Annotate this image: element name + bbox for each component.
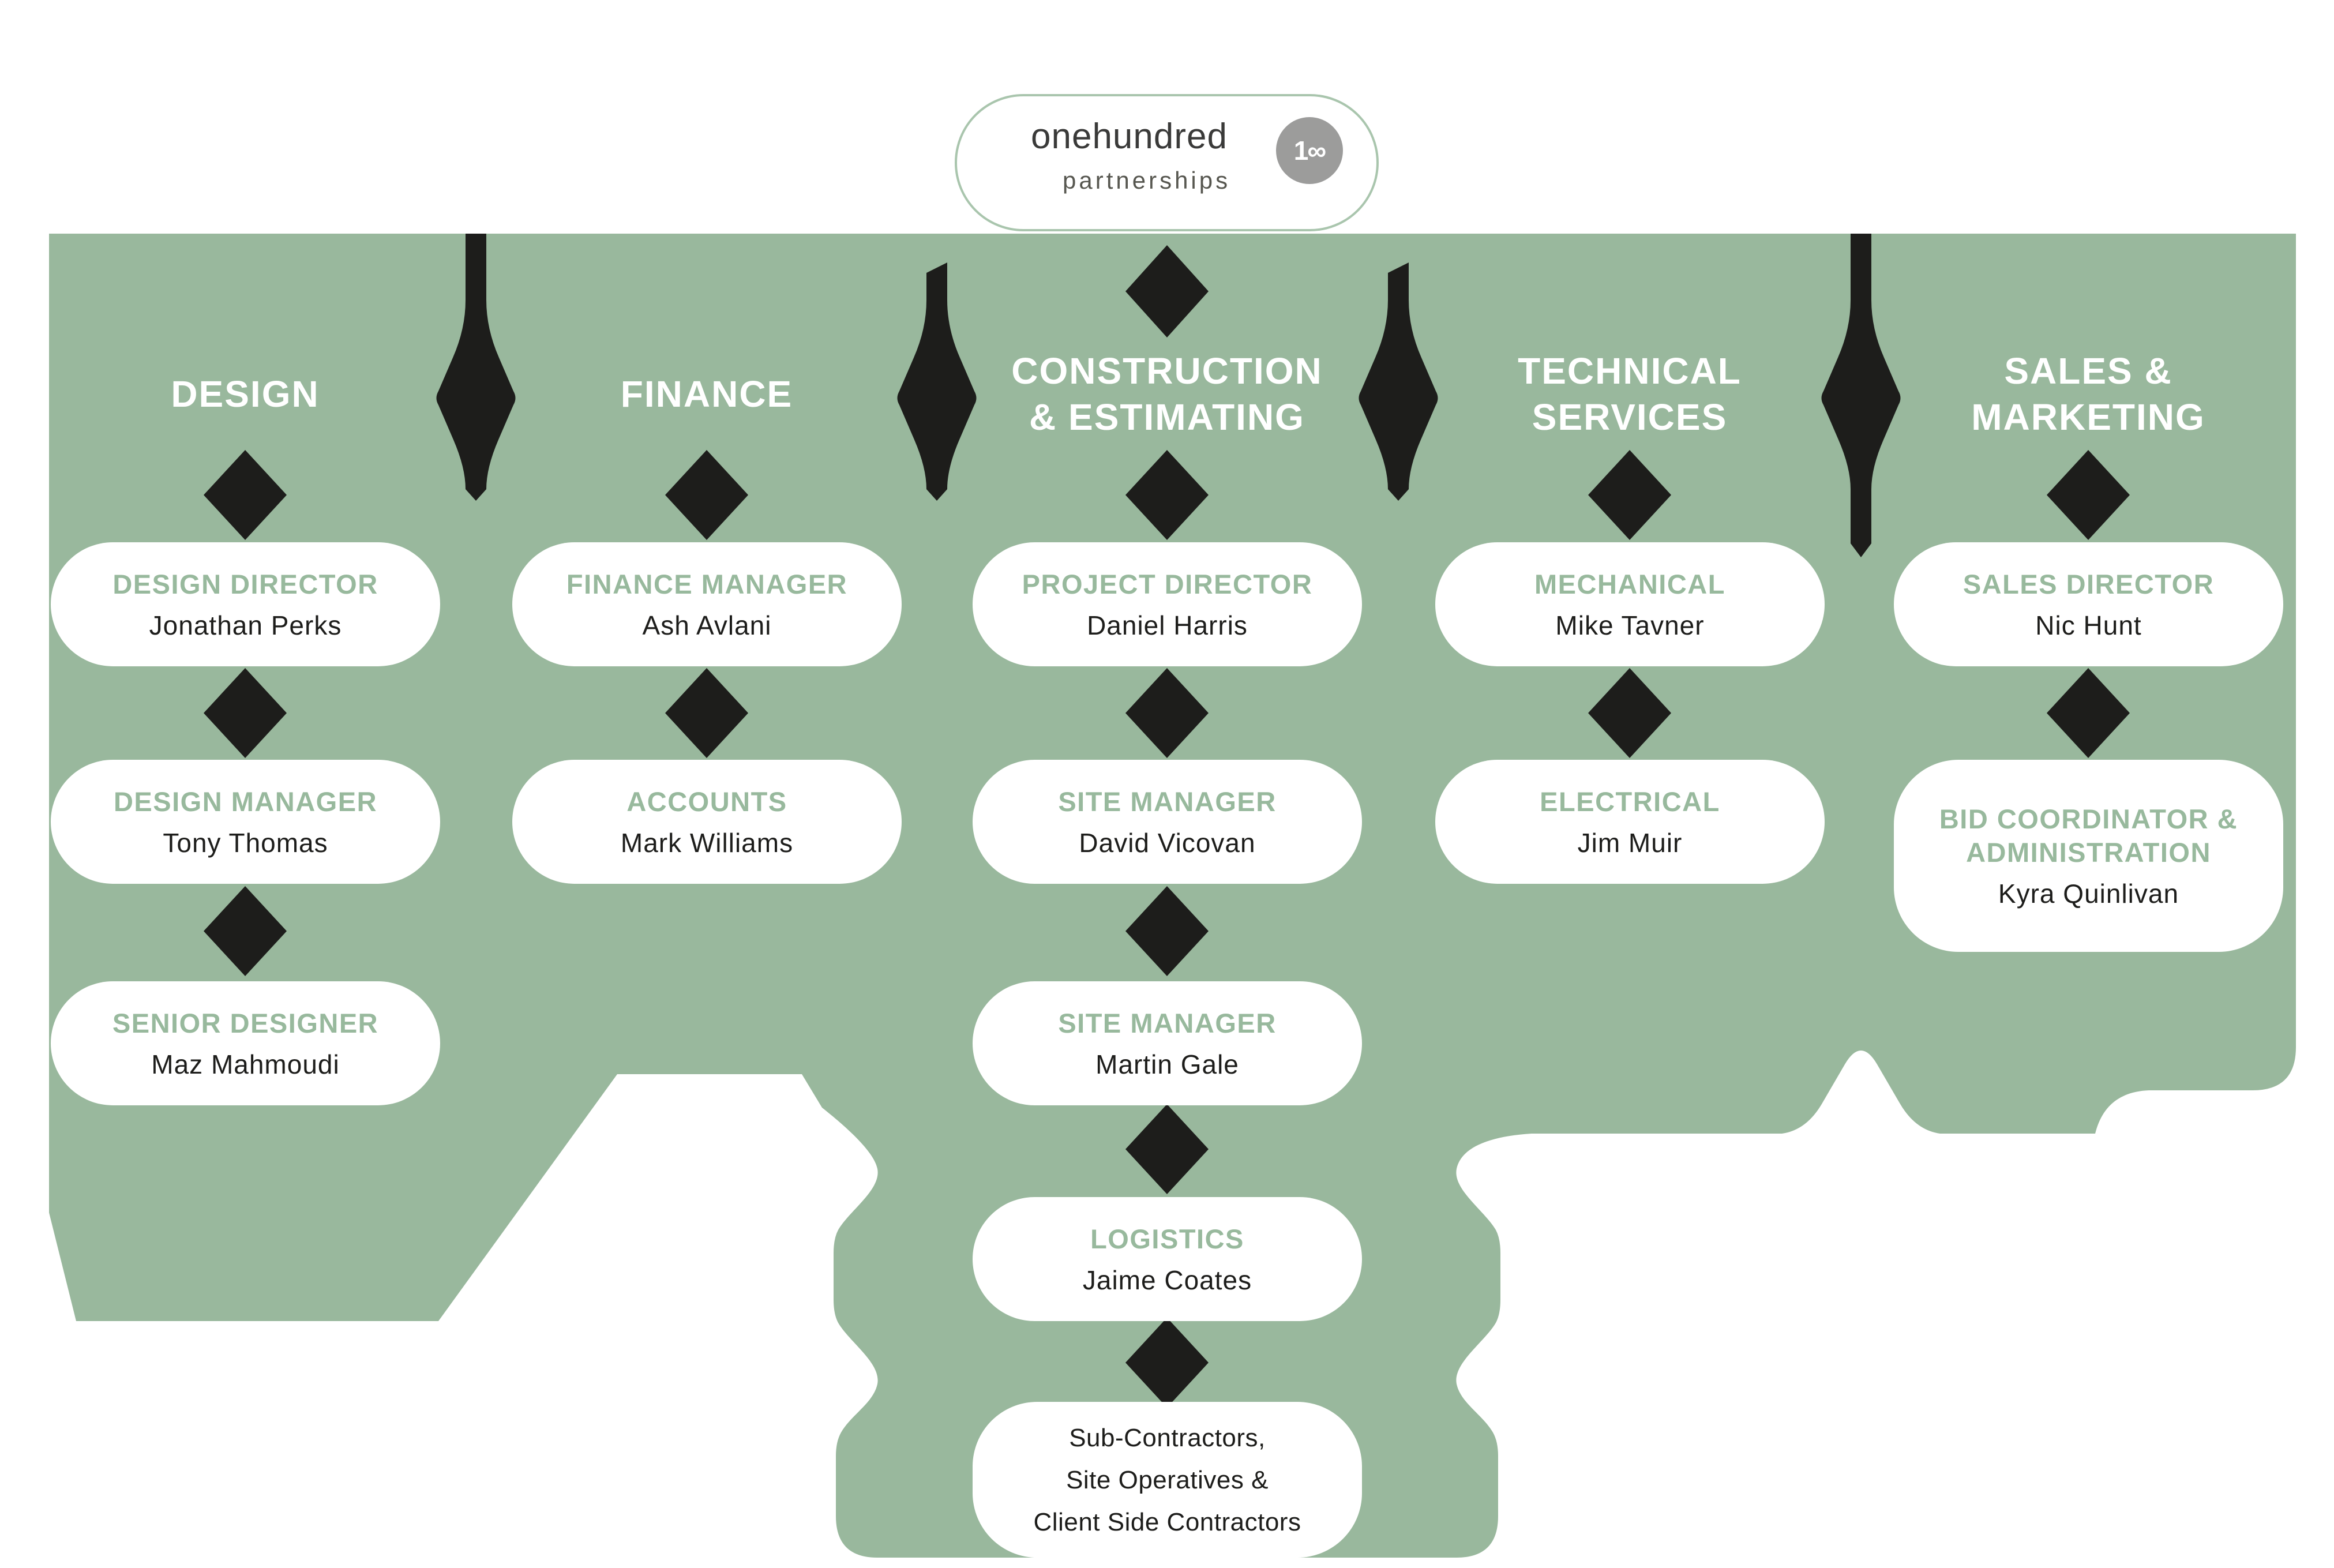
header-line: SERVICES: [1532, 396, 1728, 438]
role-title: SITE MANAGER: [1058, 786, 1277, 817]
connector-diamond: [1125, 450, 1209, 540]
logo-brand-text: onehundred: [1031, 117, 1228, 156]
role-line: Client Side Contractors: [1033, 1507, 1301, 1536]
role-name: Jim Muir: [1577, 827, 1683, 858]
divider-bar-design-finance: [436, 234, 516, 501]
role-title: PROJECT DIRECTOR: [1022, 568, 1313, 599]
role-name: Mike Tavner: [1555, 610, 1705, 640]
role-name: Ash Avlani: [642, 610, 772, 640]
connector-diamond: [2047, 450, 2130, 540]
role-title: ACCOUNTS: [626, 786, 787, 817]
role-title: SENIOR DESIGNER: [112, 1007, 379, 1038]
role-box-sales-director: SALES DIRECTOR Nic Hunt: [1894, 542, 2283, 666]
role-title: DESIGN MANAGER: [113, 786, 378, 817]
role-title: ADMINISTRATION: [1966, 836, 2211, 868]
logo-connector-diamond: [1125, 245, 1209, 337]
role-title: FINANCE MANAGER: [566, 568, 848, 599]
connector-diamond: [1125, 886, 1209, 976]
role-line: Sub-Contractors,: [1069, 1423, 1266, 1452]
header-line: CONSTRUCTION: [1011, 350, 1323, 392]
column-header-design: DESIGN: [14, 346, 476, 442]
column-header-technical-services: TECHNICAL SERVICES: [1399, 346, 1860, 442]
role-title: DESIGN DIRECTOR: [112, 568, 378, 599]
role-box-electrical: ELECTRICAL Jim Muir: [1435, 760, 1825, 884]
role-title: ELECTRICAL: [1540, 786, 1720, 817]
connector-diamond: [1588, 450, 1671, 540]
company-logo: onehundred partnerships 1∞: [955, 94, 1379, 231]
role-name: Jonathan Perks: [149, 610, 342, 640]
connector-diamond: [2047, 668, 2130, 758]
header-line: MARKETING: [1971, 396, 2205, 438]
role-box-senior-designer: SENIOR DESIGNER Maz Mahmoudi: [51, 981, 440, 1105]
role-box-site-manager-1: SITE MANAGER David Vicovan: [973, 760, 1362, 884]
column-header-finance: FINANCE: [476, 346, 937, 442]
connector-diamond: [204, 668, 287, 758]
role-name: Tony Thomas: [163, 827, 328, 858]
column-header-construction-estimating: CONSTRUCTION & ESTIMATING: [936, 346, 1398, 442]
divider-bar-construction-technical: [1359, 262, 1438, 501]
role-name: David Vicovan: [1079, 827, 1256, 858]
logo-sub-text: partnerships: [1063, 167, 1231, 194]
divider-bar-finance-construction: [897, 262, 977, 501]
role-title: SITE MANAGER: [1058, 1007, 1277, 1038]
role-box-design-manager: DESIGN MANAGER Tony Thomas: [51, 760, 440, 884]
header-line: TECHNICAL: [1518, 350, 1742, 392]
role-name: Martin Gale: [1095, 1049, 1239, 1079]
connector-diamond: [1588, 668, 1671, 758]
role-title: SALES DIRECTOR: [1962, 568, 2215, 599]
header-line: DESIGN: [171, 373, 320, 415]
role-title: BID COORDINATOR &: [1939, 803, 2238, 834]
role-name: Jaime Coates: [1082, 1265, 1252, 1295]
role-box-logistics: LOGISTICS Jaime Coates: [973, 1197, 1362, 1321]
role-box-subcontractors: Sub-Contractors, Site Operatives & Clien…: [973, 1402, 1362, 1558]
role-box-site-manager-2: SITE MANAGER Martin Gale: [973, 981, 1362, 1105]
connector-diamond: [1125, 1318, 1209, 1408]
role-title: LOGISTICS: [1090, 1223, 1244, 1254]
role-line: Site Operatives &: [1066, 1465, 1269, 1494]
role-title: MECHANICAL: [1534, 568, 1725, 599]
role-name: Daniel Harris: [1087, 610, 1248, 640]
connector-diamond: [665, 668, 748, 758]
connector-diamond: [1125, 668, 1209, 758]
role-box-bid-coordinator-administration: BID COORDINATOR & ADMINISTRATION Kyra Qu…: [1894, 760, 2283, 952]
connector-diamond: [1125, 1104, 1209, 1194]
column-header-sales-marketing: SALES & MARKETING: [1858, 346, 2319, 442]
role-box-design-director: DESIGN DIRECTOR Jonathan Perks: [51, 542, 440, 666]
role-name: Nic Hunt: [2035, 610, 2142, 640]
logo-100-icon: 1∞: [1276, 117, 1343, 184]
connector-diamond: [204, 886, 287, 976]
role-box-mechanical: MECHANICAL Mike Tavner: [1435, 542, 1825, 666]
role-box-accounts: ACCOUNTS Mark Williams: [512, 760, 902, 884]
connector-diamond: [665, 450, 748, 540]
role-name: Mark Williams: [620, 827, 794, 858]
header-line: SALES &: [2004, 350, 2172, 392]
role-name: Maz Mahmoudi: [151, 1049, 340, 1079]
divider-bar-technical-sales: [1821, 234, 1901, 557]
role-box-finance-manager: FINANCE MANAGER Ash Avlani: [512, 542, 902, 666]
role-box-project-director: PROJECT DIRECTOR Daniel Harris: [973, 542, 1362, 666]
header-line: & ESTIMATING: [1029, 396, 1305, 438]
header-line: FINANCE: [620, 373, 793, 415]
role-name: Kyra Quinlivan: [1998, 878, 2179, 909]
connector-diamond: [204, 450, 287, 540]
